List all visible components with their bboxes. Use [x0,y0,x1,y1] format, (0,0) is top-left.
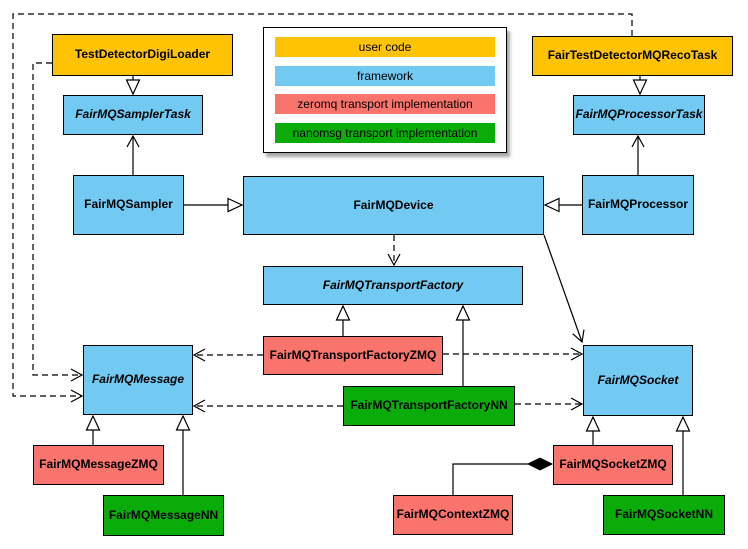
node-fairmqsampler: FairMQSampler [73,175,184,235]
node-fairtestdetectormqrecotask: FairTestDetectorMQRecoTask [532,36,733,76]
edge-dep-digiloader-message [32,62,84,382]
node-fairmqmessage: FairMQMessage [83,345,193,415]
edge-dep-recotask-message [12,13,633,403]
node-fairmqsamplertask: FairMQSamplerTask [63,95,203,135]
node-fairmqmessagezmq: FairMQMessageZMQ [33,445,164,485]
legend-item-zeromq: zeromq transport implementation [275,94,495,115]
node-fairmqsocket: FairMQSocket [583,345,693,416]
legend-item-nanomsg: nanomsg transport implementation [275,122,495,143]
legend-item-framework: framework [275,65,495,86]
node-fairmqprocessortask: FairMQProcessorTask [573,95,705,135]
edge-comp-contextzmq-socketzmq [452,464,552,495]
node-fairmqtransportfactoryzmq: FairMQTransportFactoryZMQ [263,336,443,375]
node-fairmqtransportfactorynn: FairMQTransportFactoryNN [343,386,515,426]
node-fairmqsocketzmq: FairMQSocketZMQ [553,445,673,485]
node-testdetectordigiloader: TestDetectorDigiLoader [52,34,233,76]
node-fairmqdevice: FairMQDevice [243,176,544,235]
node-fairmqtransportfactory: FairMQTransportFactory [263,266,523,305]
node-fairmqsocketnn: FairMQSocketNN [603,495,725,535]
node-fairmqmessagenn: FairMQMessageNN [103,495,224,536]
edge-assoc-device-socket [543,234,585,344]
legend-item-user-code: user code [275,37,495,57]
node-fairmqprocessor: FairMQProcessor [582,175,694,235]
node-fairmqcontextzmq: FairMQContextZMQ [393,495,513,535]
legend: user code framework zeromq transport imp… [263,27,507,153]
